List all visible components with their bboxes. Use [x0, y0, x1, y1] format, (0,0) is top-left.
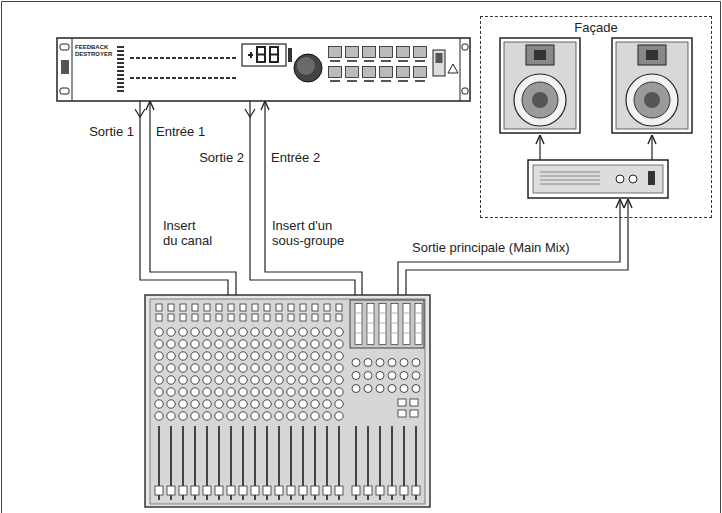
port-label: Entrée 2	[271, 150, 320, 165]
rack-ear	[72, 38, 73, 101]
woofer	[644, 92, 660, 108]
insert-cable	[265, 101, 362, 295]
amp-switch	[648, 171, 655, 185]
console-button	[410, 399, 418, 406]
woofer	[626, 74, 678, 126]
amp-knob	[629, 175, 637, 183]
console-body	[145, 295, 430, 507]
tweeter-horn	[646, 50, 658, 60]
console-panel	[150, 299, 425, 504]
rack-hole	[60, 44, 69, 50]
rack-panel	[57, 38, 470, 101]
display-segment	[270, 47, 278, 62]
jog-wheel	[297, 57, 315, 75]
power-switch	[436, 53, 443, 63]
output-arrow	[135, 109, 145, 117]
insert-cable	[250, 101, 355, 295]
rack-hole	[60, 88, 69, 94]
power-switch	[433, 50, 445, 76]
speaker-grille	[616, 42, 688, 129]
level-meters	[353, 303, 425, 345]
insert-cable	[150, 101, 236, 295]
speaker-right	[612, 38, 692, 133]
rack-ear	[460, 38, 461, 101]
display-segment	[257, 54, 265, 56]
led-column	[117, 46, 125, 94]
output-arrow	[245, 109, 255, 117]
display	[242, 44, 286, 66]
console-button	[398, 410, 406, 417]
woofer	[522, 82, 558, 118]
brand-triangle	[448, 64, 458, 73]
display-segment	[248, 52, 253, 58]
port-label: Sortie 2	[170, 150, 244, 165]
port-label: Entrée 1	[156, 124, 205, 139]
woofer	[514, 74, 566, 126]
channel-knobs	[153, 326, 345, 422]
dashed-group-box: Façade	[480, 16, 712, 218]
mixing-console	[145, 295, 430, 507]
display-segment	[270, 54, 278, 56]
speaker-left	[500, 38, 580, 133]
amp-panel	[533, 165, 663, 193]
rack-hole	[462, 88, 468, 94]
cable-wiring	[135, 101, 628, 295]
speaker-cabinet	[500, 38, 580, 133]
main-mix-cable	[398, 199, 620, 295]
logo-badge	[61, 60, 69, 74]
console-button	[410, 410, 418, 417]
amp-vents	[540, 172, 600, 184]
insert-label: Insert du canal	[163, 218, 233, 248]
amp-knob	[616, 175, 624, 183]
port-label: Sortie 1	[58, 124, 134, 139]
feedback-destroyer-unit	[57, 38, 470, 101]
display-segment	[257, 47, 265, 62]
group-faders	[350, 424, 422, 504]
channel-inputs	[153, 303, 345, 323]
console-button	[398, 399, 406, 406]
signal-arrow	[539, 135, 540, 160]
insert-cable	[140, 101, 228, 295]
group-heading: Façade	[481, 20, 711, 35]
tweeter-horn	[526, 45, 554, 65]
power-amplifier	[528, 160, 668, 198]
tweeter-horn	[638, 45, 666, 65]
amp-chassis	[528, 160, 668, 198]
meter-bridge	[350, 300, 424, 348]
group-knobs	[350, 356, 422, 395]
display-indicator	[288, 48, 292, 62]
led-row	[130, 57, 238, 79]
rack-hole	[462, 44, 468, 50]
woofer	[634, 82, 670, 118]
channel-faders	[153, 424, 345, 504]
tweeter-horn	[534, 50, 546, 60]
jog-wheel	[294, 54, 322, 82]
main-mix-cable	[406, 199, 628, 295]
insert-label: Insert d'un sous-groupe	[272, 218, 360, 248]
device-brand: FEEDBACK DESTROYER	[75, 44, 115, 58]
speaker-cabinet	[612, 38, 692, 133]
speaker-grille	[504, 42, 576, 129]
woofer	[532, 92, 548, 108]
output-label: Sortie principale (Main Mix)	[412, 240, 570, 255]
signal-arrow	[651, 135, 652, 160]
button-array	[328, 46, 430, 82]
